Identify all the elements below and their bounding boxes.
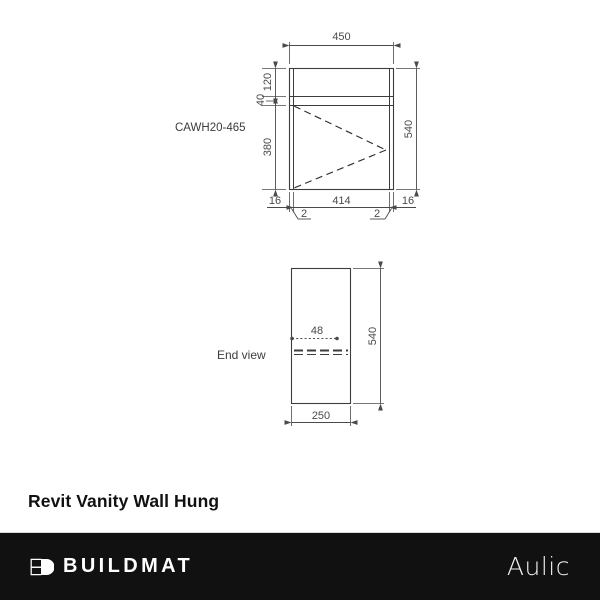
buildmat-logo[interactable]: BUILDMAT <box>28 554 193 580</box>
dim-value-120: 120 <box>262 73 274 91</box>
dim-value-250: 250 <box>312 410 330 422</box>
door-swing-lower-line <box>293 149 387 189</box>
dim-end-overall-depth: 250 <box>284 406 358 426</box>
dim-front-bottom-row: 16 414 16 2 2 <box>267 192 416 220</box>
aulic-logo[interactable]: Aulic <box>506 552 570 581</box>
leader-left-slant <box>291 208 299 220</box>
dim-front-overall-width: 450 <box>282 31 401 64</box>
end-view-label: End view <box>217 348 266 362</box>
dim-value-540-front: 540 <box>403 120 415 138</box>
dim-value-414: 414 <box>332 195 350 207</box>
dim-value-380: 380 <box>262 138 274 156</box>
dim-value-450: 450 <box>332 31 350 43</box>
end-view-geometry <box>290 267 352 405</box>
end-view-outer-body <box>290 267 352 405</box>
technical-drawing: 450 540 120 4 <box>175 31 420 426</box>
dim-front-overall-height: 540 <box>396 61 420 197</box>
leader-thickness-left <box>291 208 311 220</box>
front-view-geometry <box>288 67 395 191</box>
dim-value-2-right: 2 <box>374 208 380 220</box>
footer-bar: BUILDMAT Aulic <box>0 533 600 600</box>
front-view-outer-body <box>288 67 395 191</box>
dim-value-540-end: 540 <box>367 327 379 345</box>
dim-value-16-right: 16 <box>402 195 414 207</box>
horizontal-divider <box>0 532 600 533</box>
caption-band: Revit Vanity Wall Hung <box>0 470 600 532</box>
dim-front-left-stack: 120 40 380 <box>255 61 286 197</box>
dim-value-48: 48 <box>311 325 323 337</box>
drawing-canvas: 450 540 120 4 <box>175 31 420 426</box>
buildmat-b-mark-icon <box>30 558 54 575</box>
dim-value-16-left: 16 <box>269 195 281 207</box>
door-swing-upper-line <box>293 105 387 151</box>
leader-thickness-right <box>370 208 392 220</box>
page-title: Revit Vanity Wall Hung <box>28 490 220 511</box>
dim-end-overall-height: 540 <box>353 261 384 411</box>
dim-value-40: 40 <box>255 94 267 106</box>
buildmat-wordmark: BUILDMAT <box>63 555 194 577</box>
end-view-hidden-detail <box>294 349 348 356</box>
dim-end-detail-offset: 48 <box>290 325 339 341</box>
front-view-door-swing-indicator <box>293 105 387 189</box>
dim-value-2-left: 2 <box>301 208 307 220</box>
part-number-label: CAWH20-465 <box>175 122 246 134</box>
leader-right-slant <box>384 208 392 220</box>
